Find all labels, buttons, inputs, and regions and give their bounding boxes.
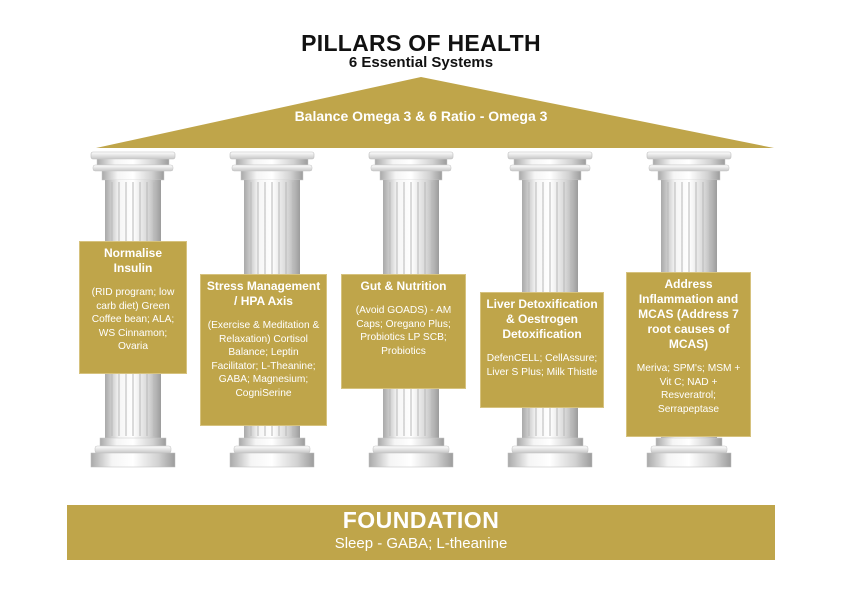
- pillar-box-liver: Liver Detoxification & Oestrogen Detoxif…: [480, 292, 604, 408]
- pillar-box-insulin: Normalise Insulin (RID program; low carb…: [79, 241, 187, 374]
- pillar-heading: Normalise Insulin: [103, 246, 163, 275]
- foundation-subtitle: Sleep - GABA; L-theanine: [334, 535, 508, 552]
- pediment-roof: [96, 77, 774, 148]
- pillar-details: (RID program; low carb diet) Green Coffe…: [91, 287, 175, 352]
- foundation-bar: [67, 505, 775, 560]
- pillar-heading: Gut & Nutrition: [360, 279, 447, 293]
- pillar-box-gut: Gut & Nutrition (Avoid GOADS) - AM Caps;…: [341, 274, 466, 389]
- foundation-title: FOUNDATION: [342, 507, 500, 533]
- pillar-details: Meriva; SPM's; MSM + Vit C; NAD + Resver…: [636, 363, 741, 415]
- pillar-heading: Liver Detoxification & Oestrogen Detoxif…: [486, 297, 598, 341]
- pillar-box-inflammation: Address Inflammation and MCAS (Address 7…: [626, 272, 751, 437]
- pillar-details: (Avoid GOADS) - AM Caps; Oregano Plus; P…: [355, 305, 452, 357]
- pillar-details: (Exercise & Meditation & Relaxation) Cor…: [207, 320, 320, 399]
- pillar-details: DefenCELL; CellAssure; Liver S Plus; Mil…: [486, 353, 598, 378]
- pillar-heading: Stress Management / HPA Axis: [206, 279, 321, 308]
- pillar-heading: Address Inflammation and MCAS (Address 7…: [638, 277, 739, 351]
- pillar-box-stress: Stress Management / HPA Axis (Exercise &…: [200, 274, 327, 426]
- diagram-title: PILLARS OF HEALTH: [301, 30, 541, 56]
- roof-label: Balance Omega 3 & 6 Ratio - Omega 3: [294, 108, 548, 124]
- diagram-subtitle: 6 Essential Systems: [348, 54, 494, 71]
